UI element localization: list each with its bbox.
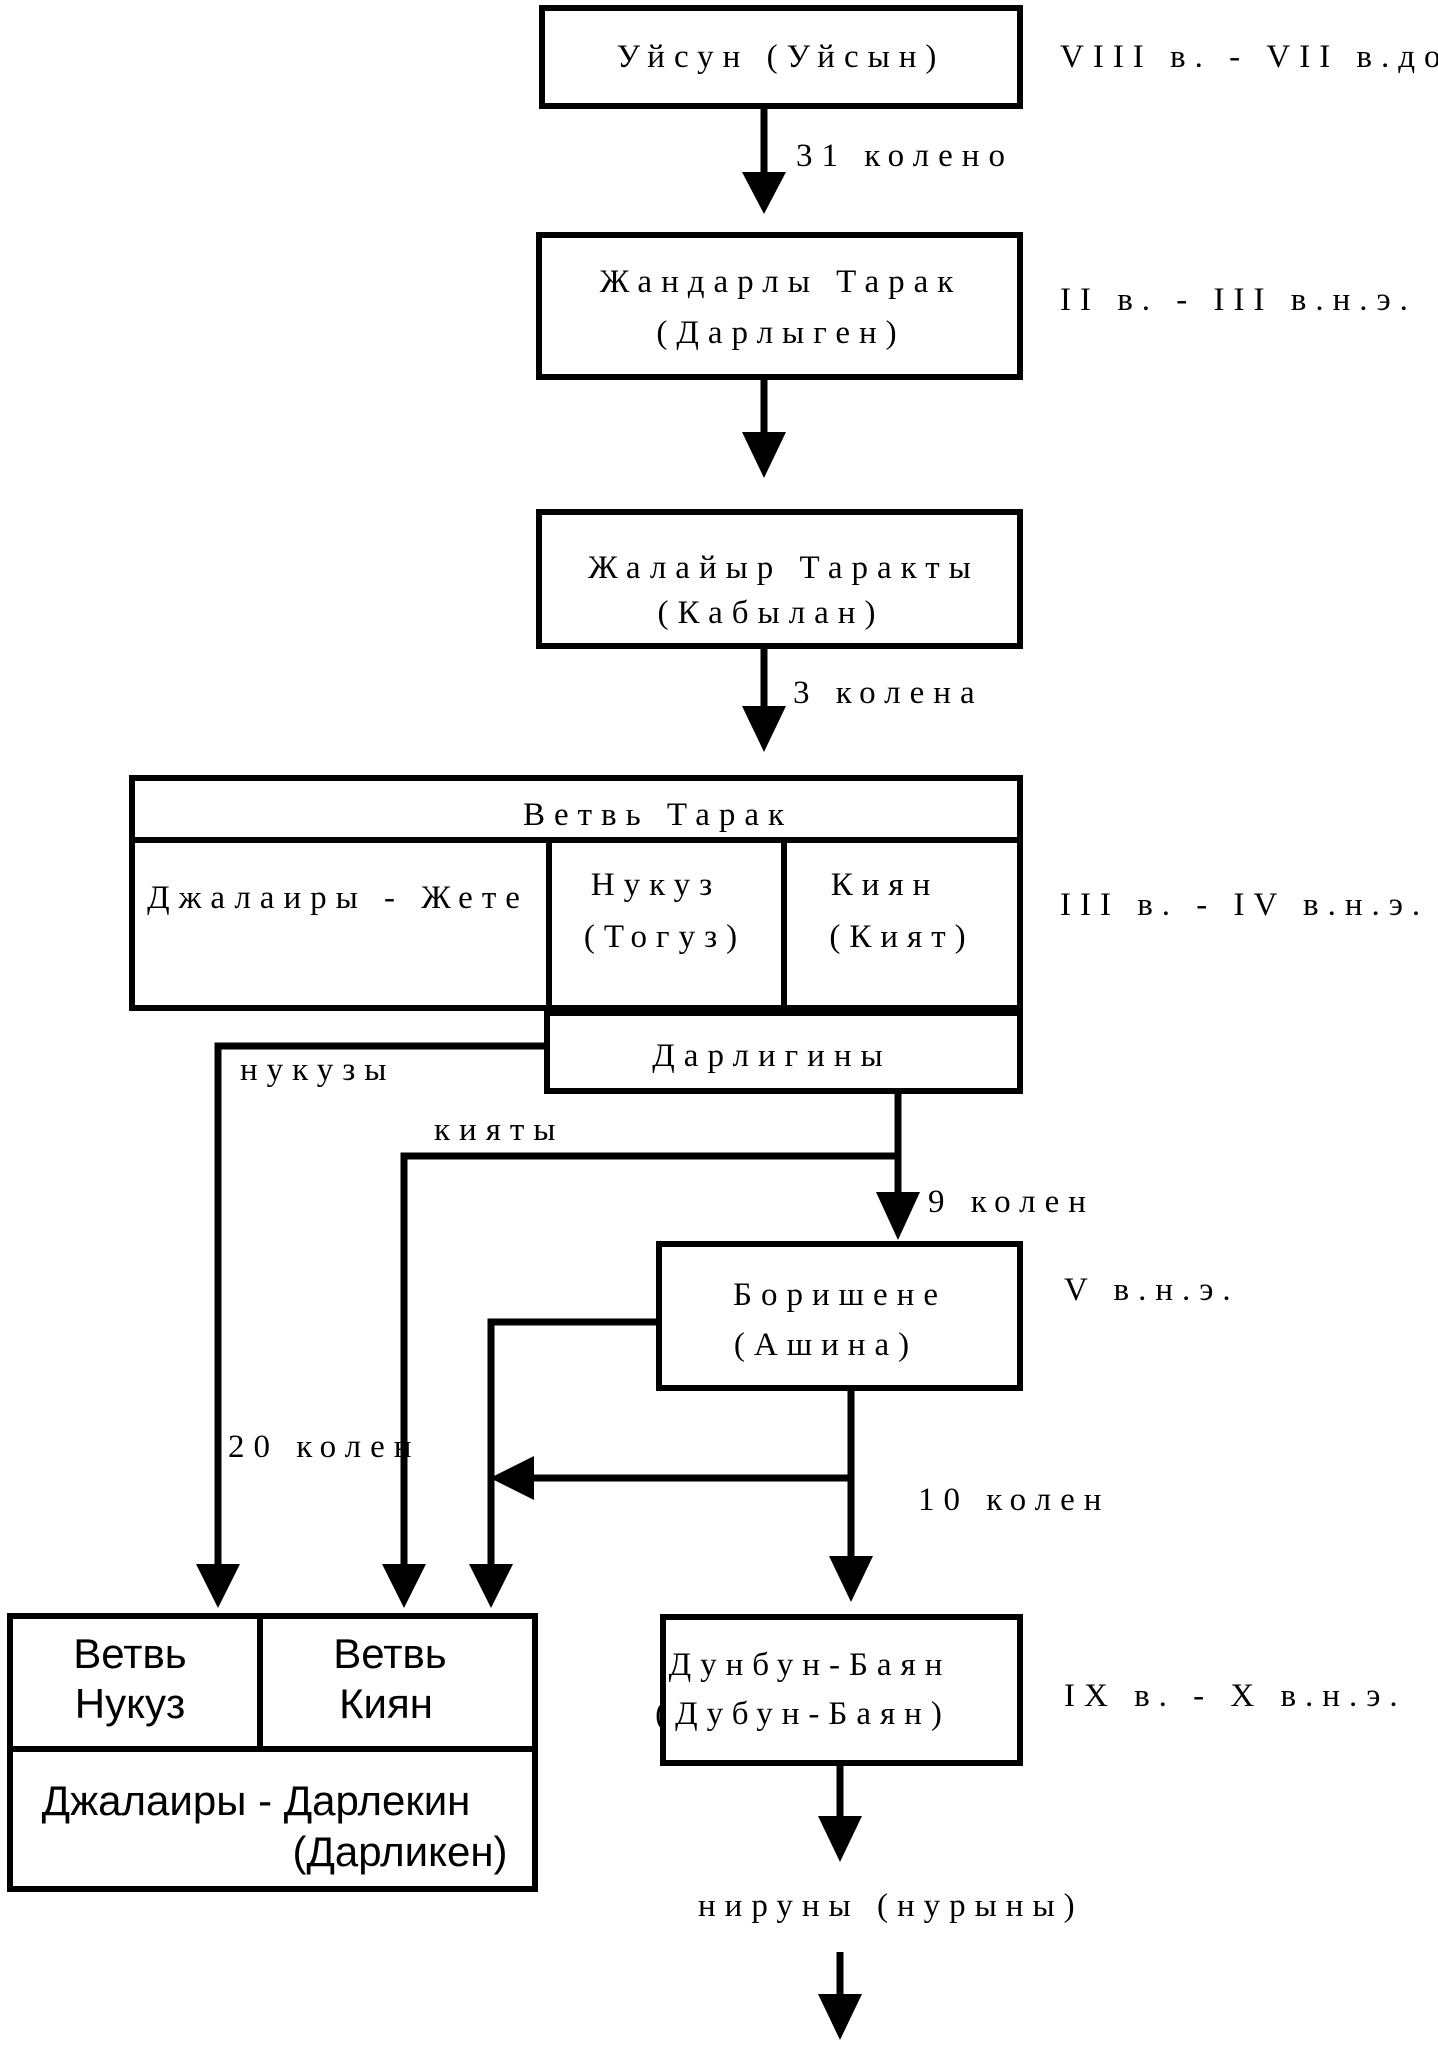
node-darligin-box xyxy=(544,1010,1023,1094)
node-dzhalairy-darlekin-box xyxy=(7,1746,538,1892)
node-zhalayyr-box xyxy=(536,509,1023,649)
node-zhalayyr-name: Жалайыр Таракты xyxy=(588,550,980,586)
node-borishene-name: Боришене xyxy=(733,1277,947,1313)
period-label-3: III в. - IV в.н.э. xyxy=(1060,887,1429,923)
node-kiyan-box xyxy=(781,837,1023,1011)
edge-label-10-kolen: 10 колен xyxy=(918,1482,1110,1518)
node-kiyan-name: Киян xyxy=(831,867,940,903)
node-borishene-alias: (Ашина) xyxy=(734,1327,918,1363)
node-dunbun-box xyxy=(660,1614,1023,1766)
node-uysun-box xyxy=(539,5,1023,109)
node-dzhalairy-zhete: Джалаиры - Жете xyxy=(147,880,529,916)
arrowhead-side-branch xyxy=(490,1456,534,1500)
node-vetv-nukuz-name: Нукуз xyxy=(75,1680,185,1727)
node-vetv-kiyan-box xyxy=(257,1613,538,1752)
period-label-5: IX в. - X в.н.э. xyxy=(1064,1678,1407,1714)
node-zhalayyr-alias: (Кабылан) xyxy=(658,595,885,631)
node-dunbun-name: Дунбун-Баян xyxy=(669,1647,952,1683)
node-darligin: Дарлигины xyxy=(652,1038,891,1074)
edge-label-kiyaty: кияты xyxy=(434,1112,564,1148)
arrowhead-kiyaty xyxy=(382,1564,426,1608)
group-vetv-tarak-title: Ветвь Тарак xyxy=(523,797,793,833)
arrowhead-7 xyxy=(818,1994,862,2040)
period-label-1: VIII в. - VII в.до н.э. xyxy=(1060,39,1438,75)
arrowhead-borishene-left xyxy=(469,1564,513,1608)
node-vetv-nukuz-word: Ветвь xyxy=(73,1630,186,1677)
edge-label-nukuzy: нукузы xyxy=(240,1052,395,1088)
node-vetv-kiyan-word: Ветвь xyxy=(333,1630,446,1677)
node-nukuz-alias: (Тогуз) xyxy=(584,919,746,955)
connector-nukuzy xyxy=(214,1042,547,1568)
period-label-4: V в.н.э. xyxy=(1064,1272,1240,1308)
node-dunbun-alias: (Дубун-Баян) xyxy=(655,1696,951,1732)
node-dzhalairy-darlekin-name: Джалаиры - Дарлекин xyxy=(42,1777,471,1824)
node-dzhalairy-darlekin-alias: (Дарликен) xyxy=(292,1828,507,1875)
arrowhead-5 xyxy=(829,1556,873,1602)
node-niruny: ниру­ны (нурыны) xyxy=(698,1888,1084,1924)
arrowhead-1 xyxy=(742,172,786,214)
arrowhead-nukuzy xyxy=(196,1564,240,1608)
connector-borishene-left xyxy=(487,1318,659,1568)
node-borishene-box xyxy=(656,1241,1023,1391)
arrowhead-3 xyxy=(742,706,786,752)
arrowhead-4 xyxy=(876,1192,920,1240)
edge-label-20-kolen: 20 колен xyxy=(228,1429,420,1465)
node-vetv-kiyan-name: Киян xyxy=(339,1680,433,1727)
connector-kiyaty xyxy=(400,1152,898,1568)
node-uysun: Уйсун (Уйсын) xyxy=(617,39,946,75)
arrowhead-2 xyxy=(742,432,786,478)
node-dzhalairy-zhete-box xyxy=(129,837,552,1011)
node-zhandarly-box xyxy=(536,232,1023,380)
node-zhandarly-name: Жандарлы Тарак xyxy=(600,264,963,300)
node-kiyan-alias: (Кият) xyxy=(829,919,974,955)
node-zhandarly-alias: (Дарлыген) xyxy=(656,315,905,351)
edge-label-31-koleno: 31 колено xyxy=(796,138,1014,174)
edge-label-9-kolen: 9 колен xyxy=(928,1184,1095,1220)
period-label-2: II в. - III в.н.э. xyxy=(1060,282,1417,318)
arrowhead-6 xyxy=(818,1816,862,1862)
node-nukuz-name: Нукуз xyxy=(591,867,721,903)
edge-label-3-kolena: 3 колена xyxy=(793,675,984,711)
